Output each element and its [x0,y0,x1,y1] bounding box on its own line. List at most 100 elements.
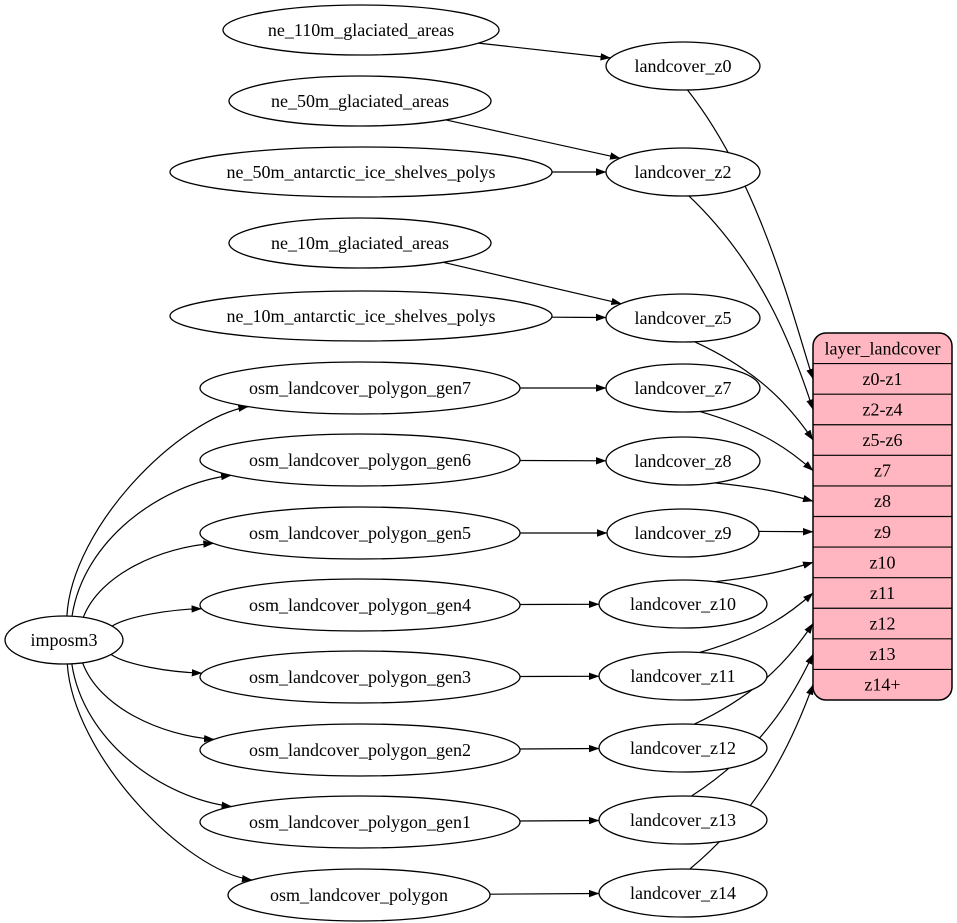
landcover_z0-label: landcover_z0 [635,56,732,76]
osm_landcover_polygon_gen7-ellipse [199,361,521,415]
landcover_z9-ellipse [606,508,760,558]
edge-osm_landcover_polygon_gen2-to-landcover_z12 [519,744,600,753]
ne_110m_glaciated_areas-ellipse [222,4,500,56]
edge-landcover_z0-to-row-z0-z1 [687,89,814,380]
node-osm_landcover_polygon_gen6: osm_landcover_polygon_gen6 [199,433,521,487]
landcover_z13-ellipse [598,795,768,845]
node-landcover_z5: landcover_z5 [605,293,761,343]
edge-imposm3-to-osm_landcover_polygon_gen6 [71,472,232,617]
table-row-z2-z4: z2-z4 [863,399,903,419]
ne_110m_glaciated_areas-label: ne_110m_glaciated_areas [268,20,454,40]
osm_landcover_polygon_gen7-label: osm_landcover_polygon_gen7 [249,378,471,398]
edge-landcover_z5-to-row-z5-z6 [694,341,814,441]
landcover_z8-ellipse [605,436,761,486]
osm_landcover_polygon_gen2-ellipse [199,723,521,777]
edge-landcover_z12-to-row-z12 [693,623,814,725]
edge-osm_landcover_polygon-to-landcover_z14 [489,889,600,898]
landcover_z7-ellipse [605,363,761,413]
edge-landcover_z14-to-row-z14+ [689,684,814,870]
edge-landcover_z7-to-row-z7 [699,410,814,472]
table-row-z8: z8 [874,491,891,511]
ne_50m_antarctic_ice_shelves_polys-ellipse [169,146,553,198]
node-osm_landcover_polygon_gen4: osm_landcover_polygon_gen4 [199,578,521,632]
landcover_z12-ellipse [598,723,768,773]
osm_landcover_polygon-label: osm_landcover_polygon [270,885,448,905]
edge-imposm3-to-osm_landcover_polygon [66,663,253,883]
osm_landcover_polygon_gen4-ellipse [199,578,521,632]
edge-imposm3-to-osm_landcover_polygon_gen3 [110,654,203,677]
osm_landcover_polygon-ellipse [227,868,491,922]
osm_landcover_polygon_gen6-ellipse [199,433,521,487]
edge-ne_10m_glaciated_areas-to-landcover_z5 [443,261,622,306]
node-landcover_z13: landcover_z13 [598,795,768,845]
node-osm_landcover_polygon_gen1: osm_landcover_polygon_gen1 [199,795,521,849]
osm_landcover_polygon_gen1-label: osm_landcover_polygon_gen1 [249,812,471,832]
landcover_z13-label: landcover_z13 [630,810,736,830]
node-ne_50m_antarctic_ice_shelves_polys: ne_50m_antarctic_ice_shelves_polys [169,146,553,198]
edge-ne_50m_glaciated_areas-to-landcover_z2 [445,119,621,160]
edge-imposm3-to-osm_landcover_polygon_gen5 [82,540,214,618]
landcover_z5-label: landcover_z5 [635,308,732,328]
landcover_z0-ellipse [605,41,761,91]
edge-imposm3-to-osm_landcover_polygon_gen1 [71,663,232,809]
node-ne_10m_antarctic_ice_shelves_polys: ne_10m_antarctic_ice_shelves_polys [169,290,553,342]
landcover_z14-ellipse [598,868,768,918]
edge-imposm3-to-osm_landcover_polygon_gen7 [66,404,249,617]
node-landcover_z11: landcover_z11 [598,651,768,701]
ne_50m_glaciated_areas-ellipse [228,75,492,127]
node-landcover_z0: landcover_z0 [605,41,761,91]
landcover_z7-label: landcover_z7 [635,378,732,398]
node-landcover_z14: landcover_z14 [598,868,768,918]
edge-ne_110m_glaciated_areas-to-landcover_z0 [478,42,611,61]
osm_landcover_polygon_gen5-label: osm_landcover_polygon_gen5 [249,523,471,543]
ne_10m_glaciated_areas-ellipse [228,217,492,269]
osm_landcover_polygon_gen1-ellipse [199,795,521,849]
table-title: layer_landcover [825,338,941,358]
edge-imposm3-to-osm_landcover_polygon_gen4 [111,605,202,627]
node-osm_landcover_polygon_gen7: osm_landcover_polygon_gen7 [199,361,521,415]
landcover_z9-label: landcover_z9 [635,523,732,543]
osm_landcover_polygon_gen2-label: osm_landcover_polygon_gen2 [249,740,471,760]
landcover_z10-ellipse [598,579,768,629]
node-ne_110m_glaciated_areas: ne_110m_glaciated_areas [222,4,500,56]
ne_10m_antarctic_ice_shelves_polys-label: ne_10m_antarctic_ice_shelves_polys [227,306,496,326]
edge-osm_landcover_polygon_gen1-to-landcover_z13 [519,816,600,825]
node-imposm3: imposm3 [4,615,124,665]
node-osm_landcover_polygon_gen3: osm_landcover_polygon_gen3 [199,650,521,704]
node-landcover_z12: landcover_z12 [598,723,768,773]
node-osm_landcover_polygon_gen5: osm_landcover_polygon_gen5 [199,506,521,560]
osm_landcover_polygon_gen3-ellipse [199,650,521,704]
imposm3-label: imposm3 [30,630,97,650]
node-landcover_z2: landcover_z2 [605,147,761,197]
osm_landcover_polygon_gen4-label: osm_landcover_polygon_gen4 [249,595,471,615]
landcover_z2-ellipse [605,147,761,197]
node-landcover_z8: landcover_z8 [605,436,761,486]
node-ne_50m_glaciated_areas: ne_50m_glaciated_areas [228,75,492,127]
landcover_z2-label: landcover_z2 [635,162,732,182]
table-row-z9: z9 [874,522,891,542]
ne_10m_glaciated_areas-label: ne_10m_glaciated_areas [271,233,449,253]
landcover_z5-ellipse [605,293,761,343]
ne_10m_antarctic_ice_shelves_polys-ellipse [169,290,553,342]
node-landcover_z10: landcover_z10 [598,579,768,629]
table-row-z7: z7 [874,461,891,481]
osm_landcover_polygon_gen6-label: osm_landcover_polygon_gen6 [249,450,471,470]
edges-layer [66,42,814,898]
ne_50m_antarctic_ice_shelves_polys-label: ne_50m_antarctic_ice_shelves_polys [227,162,496,182]
imposm3-ellipse [4,615,124,665]
osm_landcover_polygon_gen3-label: osm_landcover_polygon_gen3 [249,667,471,687]
layer-landcover-table: layer_landcoverz0-z1z2-z4z5-z6z7z8z9z10z… [812,332,953,701]
nodes-layer: imposm3 ne_110m_glaciated_areas ne_50m_gla… [4,4,768,922]
table-row-z12: z12 [870,614,896,634]
edge-landcover_z10-to-row-z10 [714,561,814,583]
node-osm_landcover_polygon: osm_landcover_polygon [227,868,491,922]
table-row-z10: z10 [870,552,896,572]
landcover_z11-label: landcover_z11 [630,666,735,686]
node-landcover_z7: landcover_z7 [605,363,761,413]
edge-landcover_z11-to-row-z11 [699,592,814,654]
table-row-z11: z11 [870,583,895,603]
landcover_z11-ellipse [598,651,768,701]
landcover_z10-label: landcover_z10 [630,594,736,614]
ne_50m_glaciated_areas-label: ne_50m_glaciated_areas [271,91,449,111]
